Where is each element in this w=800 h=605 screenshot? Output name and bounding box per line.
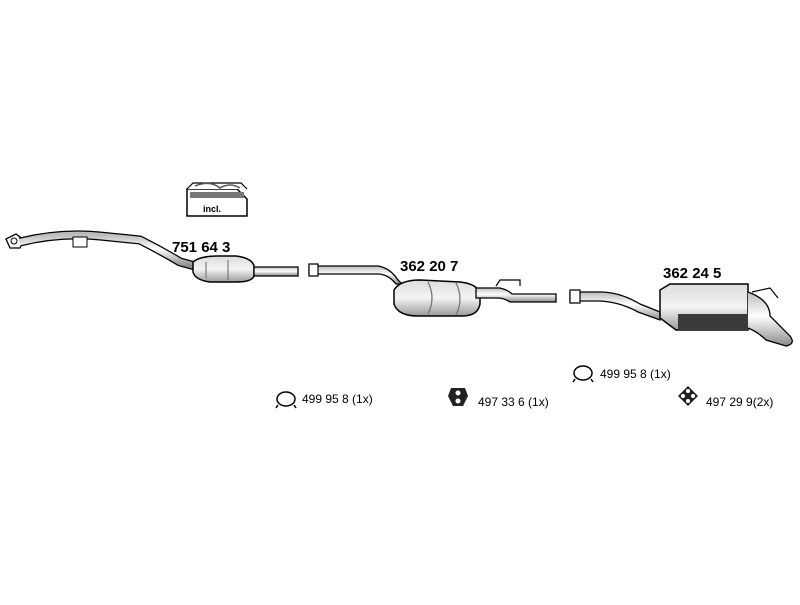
rubber-mount-icon [448,388,468,406]
accessory-label-mount-rubber: 497 33 6 (1x) [478,395,549,409]
middle-silencer [308,263,557,317]
kit-badge-label: incl. [203,204,222,214]
front-pipe-catalyst [5,230,299,283]
part-number-front-pipe: 751 64 3 [172,239,231,256]
four-hole-mount-icon [678,386,698,406]
accessory-label-ring-clamp-1: 499 95 8 (1x) [302,392,373,406]
accessory-label-ring-clamp-2: 499 95 8 (1x) [600,367,671,381]
ring-clamp-icon [275,391,297,409]
ring-clamp-icon [572,365,594,383]
part-number-rear-silencer: 362 24 5 [663,265,722,282]
part-number-middle-silencer: 362 20 7 [400,258,459,275]
rear-silencer [569,283,793,347]
accessory-label-four-hole-mount: 497 29 9(2x) [706,395,774,409]
mounting-kit-icon [186,182,248,217]
